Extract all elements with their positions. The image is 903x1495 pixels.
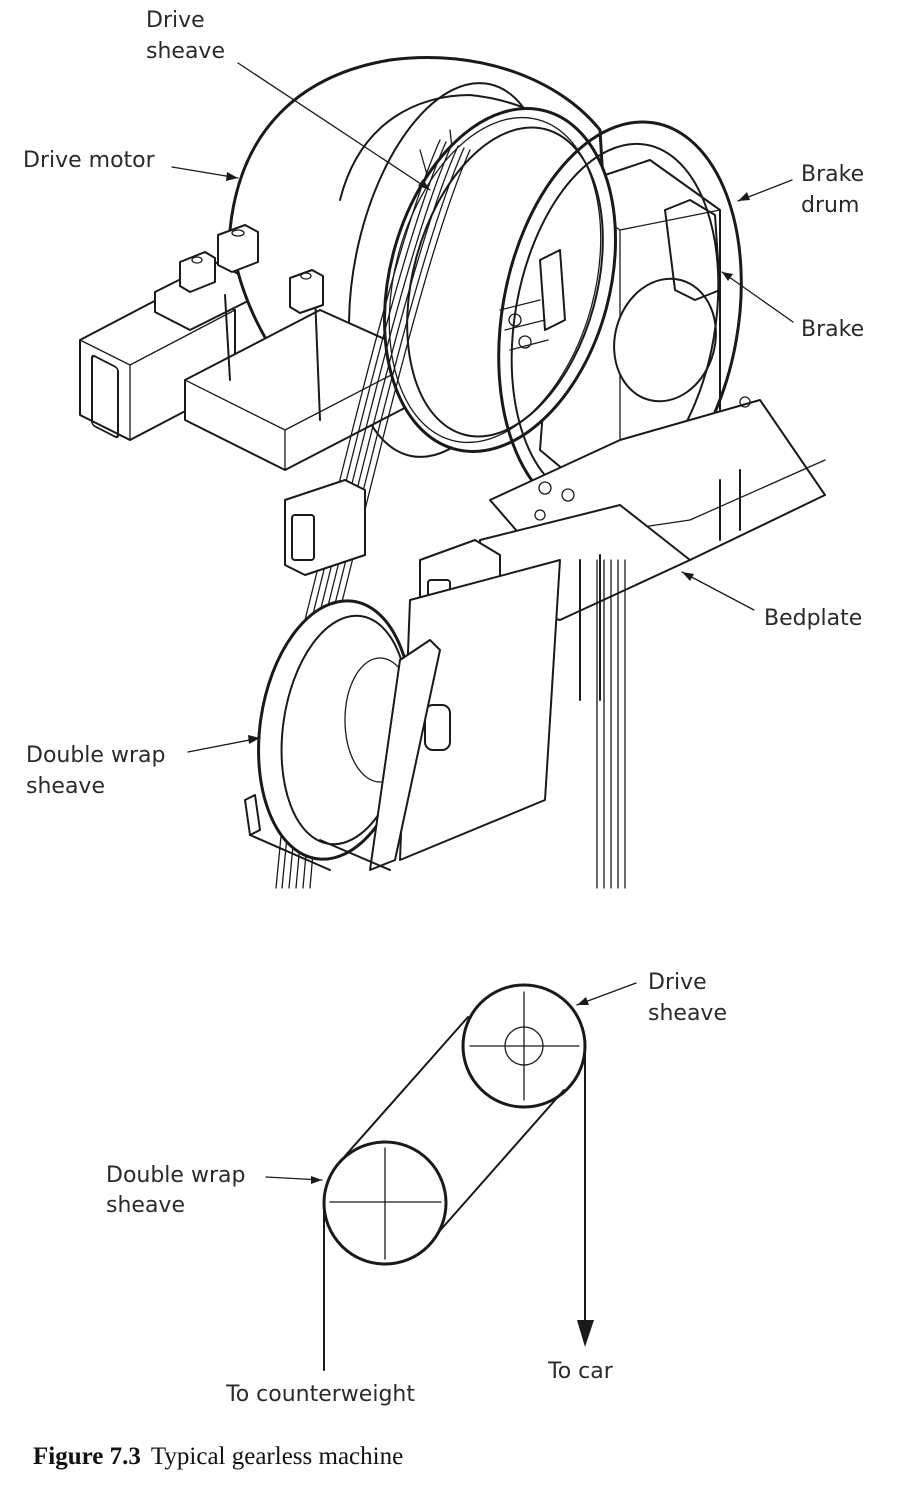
arrow-down-icon [577,1320,594,1347]
ropes-to-car [596,559,626,889]
label-double-wrap-sheave-line1: Double wrap [26,743,165,768]
figure-caption: Figure 7.3 Typical gearless machine [33,1443,403,1471]
double-wrap-sheave-leader [187,737,261,753]
schematic-drive-sheave [461,983,587,1109]
label-drive-sheave-line1: Drive [146,8,205,33]
hoist-ropes [275,139,471,889]
brake-leader [721,271,794,323]
label-drive-motor: Drive motor [23,148,156,173]
schematic-label-to-car: To car [547,1359,614,1384]
label-drive-sheave-line2: sheave [146,39,225,64]
bedplate-leader [681,571,755,611]
roping-schematic: Drive sheave Double wrap sheave To car T… [106,970,727,1407]
schematic-label-to-counterweight: To counterweight [225,1382,415,1407]
schematic-ropes [323,1016,594,1371]
label-bedplate: Bedplate [764,606,862,631]
brake-mechanism [499,199,721,351]
schematic-label-drive-sheave-line2: sheave [648,1001,727,1026]
label-brake-drum-line1: Brake [801,162,864,187]
drive-sheave [382,107,618,453]
double-wrap-sheave [244,559,561,871]
schematic-leader-lines [265,982,637,1184]
drive-sheave-leader [237,62,431,191]
figure-title: Typical gearless machine [150,1443,404,1470]
schematic-label-double-wrap-line1: Double wrap [106,1163,245,1188]
figure-number: Figure 7.3 [33,1443,141,1470]
schematic-double-wrap-sheave [322,1140,448,1266]
leader-lines [171,62,794,753]
schematic-label-drive-sheave-line1: Drive [648,970,707,995]
schematic-label-double-wrap-line2: sheave [106,1193,185,1218]
isometric-machine-illustration: Drive sheave Drive motor Brake drum Brak… [23,8,864,889]
label-brake: Brake [801,317,864,342]
schematic-labels: Drive sheave Double wrap sheave To car T… [106,970,727,1407]
isometric-labels: Drive sheave Drive motor Brake drum Brak… [23,8,864,799]
label-brake-drum-line2: drum [801,193,859,218]
motor-base [179,224,421,471]
label-double-wrap-sheave-line2: sheave [26,774,105,799]
